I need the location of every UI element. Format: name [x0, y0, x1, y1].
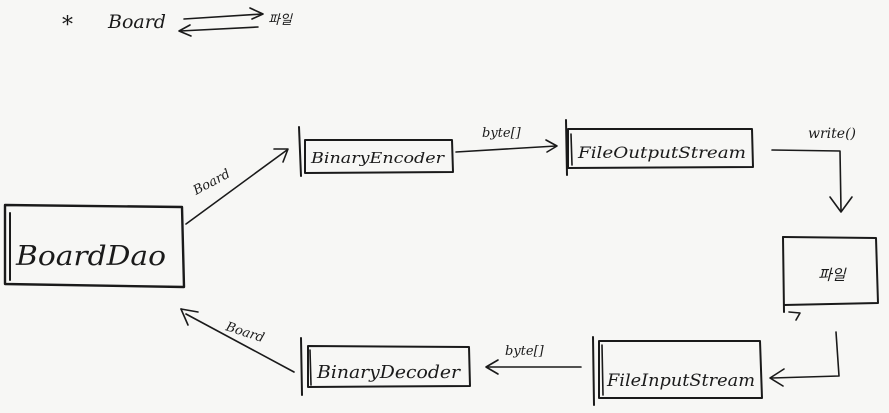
edge-dao-to-encoder: Board [185, 148, 289, 225]
edge-decoder-to-dao: Board [180, 308, 295, 373]
edge-encoder-to-fos: byte[] [455, 126, 558, 153]
edge-encoder-to-fos-label: byte[] [482, 126, 522, 141]
node-binary-decoder-label: BinaryDecoder [316, 362, 461, 383]
header-board-label: Board [107, 11, 166, 33]
edge-fis-to-decoder: byte[] [485, 344, 582, 375]
edge-decoder-to-dao-label: Board [223, 319, 266, 346]
edge-fis-to-decoder-label: byte[] [505, 344, 545, 359]
node-file-input-stream-label: FileInputStream [606, 371, 755, 391]
node-binary-encoder-label: BinaryEncoder [310, 149, 445, 167]
edge-file-to-fis [769, 331, 840, 387]
bidirectional-arrow-icon [178, 7, 264, 37]
edge-fos-to-file-label: write() [808, 126, 856, 142]
node-file: 파일 [782, 236, 879, 321]
node-file-output-stream-label: FileOutputStream [577, 143, 746, 162]
header-file-label: 파일 [268, 13, 293, 28]
header-note: * Board 파일 [62, 7, 293, 38]
node-file-input-stream: FileInputStream [592, 336, 763, 406]
node-board-dao: BoardDao [3, 203, 186, 289]
node-file-label: 파일 [818, 266, 847, 284]
node-binary-encoder: BinaryEncoder [298, 126, 454, 177]
node-binary-decoder: BinaryDecoder [300, 337, 471, 396]
edge-fos-to-file: write() [771, 126, 856, 213]
node-board-dao-label: BoardDao [15, 241, 166, 272]
header-bullet: * [62, 13, 73, 38]
node-file-output-stream: FileOutputStream [565, 119, 754, 176]
